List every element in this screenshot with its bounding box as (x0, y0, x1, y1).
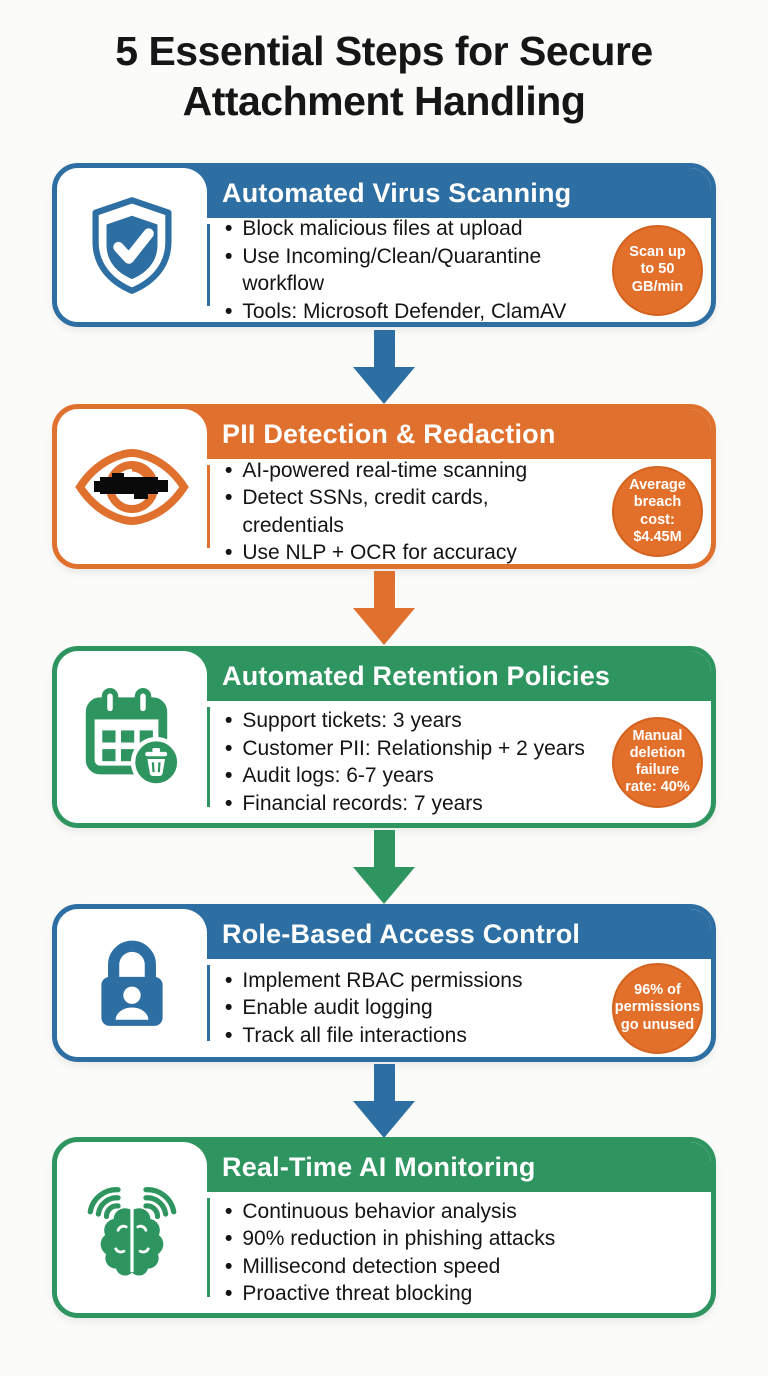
redacted-eye-icon (75, 448, 189, 525)
stat-badge: 96% of permissions go unused (612, 962, 703, 1054)
panel-divider (207, 1198, 210, 1297)
icon-panel (57, 651, 207, 823)
step-card-ai-monitoring: Real-Time AI Monitoring (52, 1137, 716, 1318)
bullet-item: Proactive threat blocking (225, 1280, 595, 1308)
flow-arrow-down-icon (0, 1064, 768, 1138)
card-title: Automated Retention Policies (222, 660, 611, 691)
panel-divider (207, 224, 210, 306)
bullet-item: Use Incoming/Clean/Quarantine workflow (225, 243, 595, 298)
panel-divider (207, 465, 210, 548)
bullet-item: Tools: Microsoft Defender, ClamAV (225, 298, 595, 323)
icon-panel (57, 1142, 207, 1313)
brain-waves-icon (87, 1186, 177, 1276)
stat-badge: Manual deletion failure rate: 40% (612, 716, 703, 808)
icon-panel (57, 909, 207, 1057)
card-title: Automated Virus Scanning (222, 177, 572, 208)
step-card-access-control: Role-Based Access Control Implement RBAC… (52, 904, 716, 1062)
bullet-item: Detect SSNs, credit cards, credentials (225, 484, 595, 539)
step-card-virus-scanning: Automated Virus Scanning Block malicious… (52, 163, 716, 327)
flow-arrow-down-icon (0, 571, 768, 645)
bullet-item: Use NLP + OCR for accuracy (225, 539, 595, 564)
panel-divider (207, 707, 210, 807)
icon-panel (57, 409, 207, 564)
panel-divider (207, 965, 210, 1041)
card-bullets: Implement RBAC permissions Enable audit … (225, 959, 595, 1057)
icon-panel (57, 168, 207, 322)
card-bullets: Continuous behavior analysis 90% reducti… (225, 1192, 595, 1313)
bullet-item: Block malicious files at upload (225, 215, 595, 243)
bullet-item: 90% reduction in phishing attacks (225, 1225, 595, 1253)
bullet-item: AI-powered real-time scanning (225, 457, 595, 485)
bullet-item: Audit logs: 6-7 years (225, 762, 595, 790)
bullet-item: Support tickets: 3 years (225, 707, 595, 735)
card-title: Role-Based Access Control (222, 918, 581, 949)
bullet-item: Track all file interactions (225, 1022, 595, 1050)
card-bullets: AI-powered real-time scanning Detect SSN… (225, 457, 595, 565)
step-card-pii-redaction: PII Detection & Redaction AI-powered rea… (52, 404, 716, 569)
bullet-item: Millisecond detection speed (225, 1253, 595, 1281)
shield-check-icon (92, 197, 172, 294)
bullet-item: Continuous behavior analysis (225, 1198, 595, 1226)
card-title: PII Detection & Redaction (222, 418, 556, 449)
card-title: Real-Time AI Monitoring (222, 1151, 536, 1182)
card-bullets: Support tickets: 3 years Customer PII: R… (225, 701, 595, 823)
calendar-trash-icon (85, 688, 182, 788)
bullet-item: Customer PII: Relationship + 2 years (225, 735, 595, 763)
step-card-retention-policies: Automated Retention Policies (52, 646, 716, 828)
bullet-item: Enable audit logging (225, 994, 595, 1022)
stat-badge: Scan up to 50 GB/min (612, 224, 703, 316)
lock-user-icon (101, 940, 163, 1026)
flow-arrow-down-icon (0, 830, 768, 904)
bullet-item: Financial records: 7 years (225, 790, 595, 818)
bullet-item: Implement RBAC permissions (225, 967, 595, 995)
stat-badge: Average breach cost: $4.45M (612, 466, 703, 557)
flow-arrow-down-icon (0, 330, 768, 404)
card-bullets: Block malicious files at upload Use Inco… (225, 215, 595, 322)
page-title: 5 Essential Steps for Secure Attachment … (115, 28, 653, 125)
